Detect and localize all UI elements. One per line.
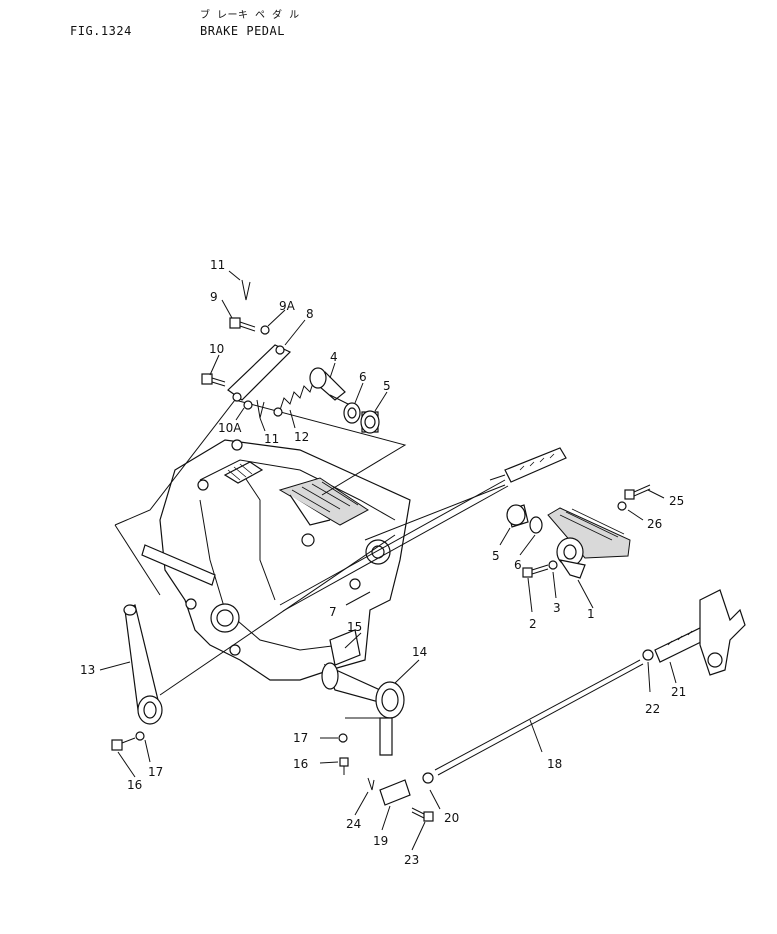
callout-12: 12	[294, 430, 309, 444]
title-japanese: ブ レーキ ペ ダ ル	[200, 10, 300, 21]
callout-10: 10	[209, 342, 224, 356]
right-pedal-group	[489, 447, 651, 579]
callout-18: 18	[547, 757, 562, 771]
callout-3: 3	[553, 601, 561, 615]
callout-21: 21	[671, 685, 686, 699]
callout-5-upper: 5	[383, 379, 391, 393]
callout-16-left: 16	[127, 778, 142, 792]
callout-16-center: 16	[293, 757, 308, 771]
title-english: BRAKE PEDAL	[200, 24, 285, 38]
upper-linkage	[201, 279, 380, 434]
callout-19: 19	[373, 834, 388, 848]
callout-17-center: 17	[293, 731, 308, 745]
callout-9: 9	[210, 290, 218, 304]
callout-23: 23	[404, 853, 419, 867]
callout-17-left: 17	[148, 765, 163, 779]
callout-11-lower: 11	[264, 432, 279, 446]
callout-6-lower: 6	[514, 558, 522, 572]
figure-number: FIG.1324	[70, 24, 132, 38]
callout-11-upper: 11	[210, 258, 225, 272]
callout-9a: 9A	[279, 299, 296, 313]
callout-10a: 10A	[218, 421, 242, 435]
callout-8: 8	[306, 307, 314, 321]
callout-4: 4	[330, 350, 338, 364]
callout-labels: 1 2 3 4 5 5 6 6 7 8 9 9A 10 10A 11 11 12…	[80, 258, 686, 867]
callout-22: 22	[645, 702, 660, 716]
callout-15: 15	[347, 620, 362, 634]
callout-2: 2	[529, 617, 537, 631]
callout-1: 1	[587, 607, 595, 621]
callout-20: 20	[444, 811, 459, 825]
clamp-assembly	[338, 681, 434, 822]
callout-6-upper: 6	[359, 370, 367, 384]
callout-5-lower: 5	[492, 549, 500, 563]
callout-25: 25	[669, 494, 684, 508]
callout-13: 13	[80, 663, 95, 677]
rod-assembly	[422, 589, 746, 784]
callout-14: 14	[412, 645, 427, 659]
lever-assembly	[111, 604, 163, 751]
callout-24: 24	[346, 817, 361, 831]
callout-26: 26	[647, 517, 662, 531]
callout-7: 7	[329, 605, 337, 619]
leader-lines	[99, 270, 677, 851]
main-frame	[141, 439, 509, 707]
